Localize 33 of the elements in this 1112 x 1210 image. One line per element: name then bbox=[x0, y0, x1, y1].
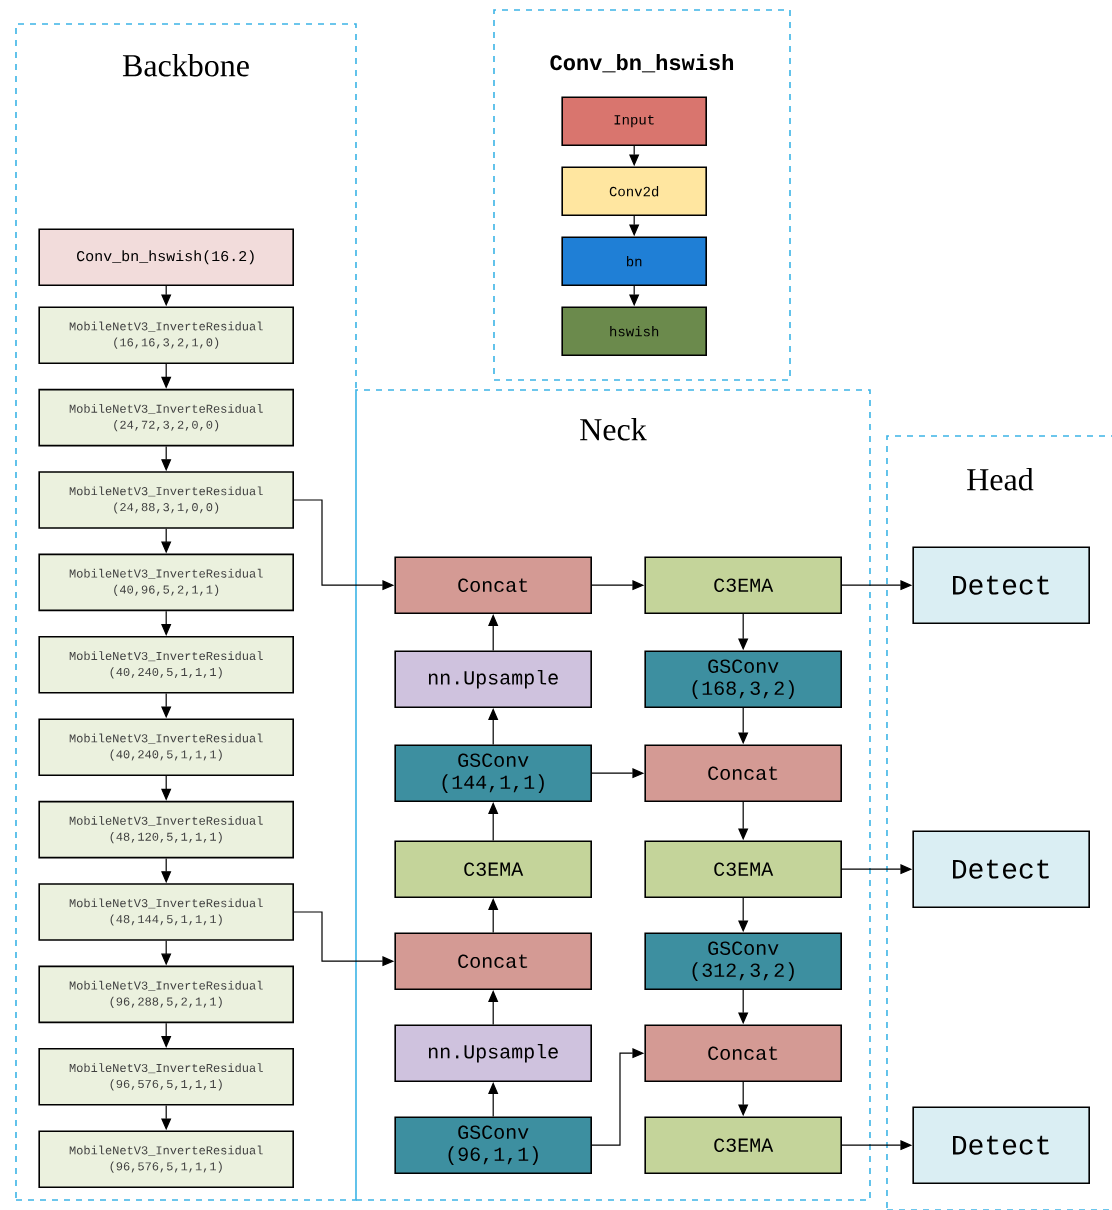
arrow bbox=[488, 802, 499, 841]
concat-box: Concat bbox=[644, 744, 842, 802]
dashed-group-frame bbox=[886, 435, 1112, 1210]
c3ema-box: C3EMA bbox=[644, 556, 842, 614]
concat-box: Concat bbox=[394, 556, 592, 614]
arrow bbox=[161, 610, 172, 636]
dashed-group-frame bbox=[355, 389, 871, 1201]
concat-box: Concat bbox=[644, 1024, 842, 1082]
dashed-group-frame bbox=[493, 9, 791, 381]
concat-box: Concat bbox=[394, 932, 592, 990]
group-heading: Head bbox=[967, 467, 1034, 491]
upsample-box: nn.Upsample bbox=[394, 1024, 592, 1082]
detect-box: Detect bbox=[912, 1106, 1090, 1184]
dashed-group-frame bbox=[15, 23, 357, 1201]
detect-box: Detect bbox=[912, 546, 1090, 624]
arrow bbox=[161, 1022, 172, 1048]
c3ema-box: C3EMA bbox=[644, 1116, 842, 1174]
c3ema-box: C3EMA bbox=[644, 840, 842, 898]
arrow bbox=[488, 708, 499, 745]
detect-box: Detect bbox=[912, 830, 1090, 908]
group-heading: Backbone bbox=[122, 53, 249, 77]
gsconv-box: GSConv (312,3,2) bbox=[644, 932, 842, 990]
group-heading: Neck bbox=[580, 417, 647, 441]
upsample-box: nn.Upsample bbox=[394, 650, 592, 708]
arrow bbox=[488, 614, 499, 651]
gsconv-box: GSConv (168,3,2) bbox=[644, 650, 842, 708]
gsconv-box: GSConv (144,1,1) bbox=[394, 744, 592, 802]
arrow bbox=[488, 990, 499, 1025]
gsconv-box: GSConv (96,1,1) bbox=[394, 1116, 592, 1174]
c3ema-box: C3EMA bbox=[394, 840, 592, 898]
arrow bbox=[488, 898, 499, 933]
arrow bbox=[488, 1082, 499, 1117]
group-heading: Conv_bn_hswish bbox=[550, 54, 734, 73]
